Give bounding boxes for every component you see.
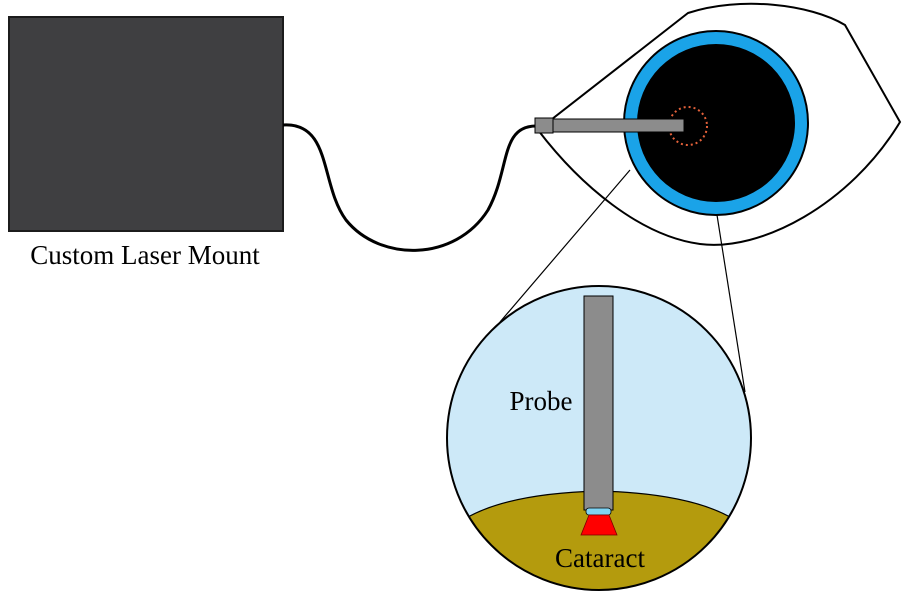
cataract-label: Cataract bbox=[555, 543, 645, 573]
magnify-line-left bbox=[499, 169, 631, 323]
laser-mount-label: Custom Laser Mount bbox=[30, 240, 260, 270]
laser-mount-box bbox=[8, 16, 284, 232]
probe-lens bbox=[585, 507, 612, 516]
fiber-cable bbox=[282, 123, 537, 252]
target-ring bbox=[668, 106, 708, 146]
pupil bbox=[637, 44, 795, 202]
probe-label: Probe bbox=[510, 386, 573, 416]
magnified-probe bbox=[583, 295, 614, 511]
probe-shaft bbox=[552, 118, 685, 133]
magnify-line-right bbox=[716, 214, 746, 393]
laser-tip bbox=[580, 514, 618, 536]
probe-connector bbox=[534, 117, 554, 134]
magnified-view: Probe Cataract bbox=[446, 285, 752, 591]
magnified-view-border bbox=[446, 285, 752, 591]
